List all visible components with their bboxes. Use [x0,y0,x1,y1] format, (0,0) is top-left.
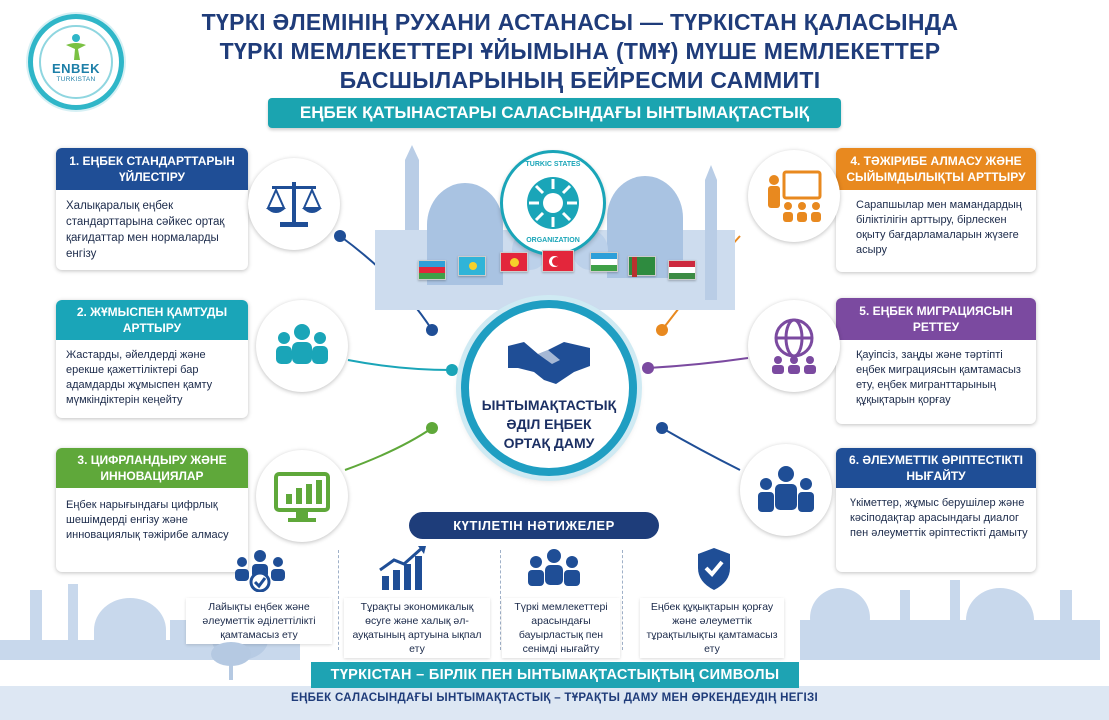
turkic-states-organization-emblem: TURKIC STATES ORGANIZATION [500,150,606,256]
star-emblem-icon [527,177,579,229]
subtitle-banner: ЕҢБЕК ҚАТЫНАСТАРЫ САЛАСЫНДАҒЫ ЫНТЫМАҚТАС… [268,98,841,128]
people-check-icon [235,550,285,592]
scales-icon [266,182,322,227]
center-line-3: ОРТАҚ ДАМУ [503,435,595,451]
tso-text-top: TURKIC STATES [525,161,581,168]
footer-slogan: ЕҢБЕК САЛАСЫНДАҒЫ ЫНТЫМАҚТАСТЫҚ – ТҰРАҚТ… [291,692,818,704]
flag-uzbekistan [590,252,618,272]
card-4-icon-circle [748,150,840,242]
card-5-title: 5. ЕҢБЕК МИГРАЦИЯСЫН РЕТТЕУ [836,298,1036,340]
flag-hungary [668,260,696,280]
card-2-body: Жастарды, әйелдерді және ерекше қажеттіл… [66,349,213,406]
center-line-1: ЫНТЫМАҚТАСТЫҚ [481,397,617,413]
card-3-body: Еңбек нарығындағы цифрлық шешімдерді енг… [66,499,229,541]
tso-text-bottom: ORGANIZATION [526,237,580,244]
title-line-1: ТҮРКІ ӘЛЕМІНІҢ РУХАНИ АСТАНАСЫ — ТҮРКІСТ… [201,9,959,35]
flag-azerbaijan [418,260,446,280]
enbek-logo: ENBEK TURKISTAN [28,14,124,110]
flag-turkiye [542,250,574,272]
growth-chart-icon [379,546,426,590]
card-6-icon-circle [740,444,832,536]
card-3-title: 3. ЦИФРЛАНДЫРУ ЖӘНЕ ИННОВАЦИЯЛАР [56,448,248,488]
people-icon [276,324,328,364]
turkistan-symbol-banner: ТҮРКІСТАН – БІРЛІК ПЕН ЫНТЫМАҚТАСТЫҚТЫҢ … [311,662,799,688]
card-1-icon-circle [248,158,340,250]
flag-turkmenistan [628,256,656,277]
card-6-body: Үкіметтер, жұмыс берушілер және кәсіпода… [850,497,1028,539]
title-line-3: БАСШЫЛАРЫНЫҢ БЕЙРЕСМИ САММИТІ [339,67,821,93]
globe-people-icon [772,318,816,374]
card-experience-exchange: 4. ТӘЖІРИБЕ АЛМАСУ ЖӘНЕ СЫЙЫМДЫЛЫҚТЫ АРТ… [836,148,1036,272]
card-1-body: Халықаралық еңбек стандарттарына сәйкес … [66,200,225,260]
card-1-title: 1. ЕҢБЕК СТАНДАРТТАРЫН ҮЙЛЕСТІРУ [56,148,248,190]
card-4-body: Сарапшылар мен мамандардың біліктілігін … [856,199,1022,256]
group-icon [528,549,580,586]
card-4-title: 4. ТӘЖІРИБЕ АЛМАСУ ЖӘНЕ СЫЙЫМДЫЛЫҚТЫ АРТ… [836,148,1036,190]
logo-word: ENBEK [51,61,100,76]
title-line-2: ТҮРКІ МЕМЛЕКЕТТЕРІ ҰЙЫМЫНА (ТМҰ) МҮШЕ МЕ… [219,38,941,64]
result-3: Түркі мемлекеттері арасындағы бауырласты… [502,598,620,658]
card-employment: 2. ЖҰМЫСПЕН ҚАМТУДЫ АРТТЫРУ Жастарды, әй… [56,300,248,418]
flag-kazakhstan [458,256,486,276]
result-1: Лайықты еңбек және әлеуметтік әділеттілі… [186,598,332,644]
center-line-2: ӘДІЛ ЕҢБЕК [506,416,592,432]
flag-kyrgyzstan [500,252,528,272]
card-labor-standards: 1. ЕҢБЕК СТАНДАРТТАРЫН ҮЙЛЕСТІРУ Халықар… [56,148,248,270]
result-2: Тұрақты экономикалық өсуге және халық әл… [344,598,490,658]
center-hub: ЫНТЫМАҚТАСТЫҚ ӘДІЛ ЕҢБЕК ОРТАҚ ДАМУ [461,300,637,476]
card-6-title: 6. ӘЛЕУМЕТТІК ӘРІПТЕСТІКТІ НЫҒАЙТУ [836,448,1036,488]
page-title: ТҮРКІ ӘЛЕМІНІҢ РУХАНИ АСТАНАСЫ — ТҮРКІСТ… [180,8,980,95]
person-figure-icon [66,34,86,60]
card-2-title: 2. ЖҰМЫСПЕН ҚАМТУДЫ АРТТЫРУ [56,300,248,340]
card-3-icon-circle [256,450,348,542]
teacher-icon [768,170,822,222]
card-5-icon-circle [748,300,840,392]
partnership-icon [758,466,814,512]
expected-results-heading: КҮТІЛЕТІН НӘТИЖЕЛЕР [409,512,659,539]
card-social-partnership: 6. ӘЛЕУМЕТТІК ӘРІПТЕСТІКТІ НЫҒАЙТУ Үкіме… [836,448,1036,572]
card-digitalization: 3. ЦИФРЛАНДЫРУ ЖӘНЕ ИННОВАЦИЯЛАР Еңбек н… [56,448,248,572]
card-5-body: Қауіпсіз, заңды және тәртіпті еңбек мигр… [856,349,1021,406]
tree-decoration [211,642,251,680]
logo-sub: TURKISTAN [56,76,96,83]
monitor-chart-icon [274,472,330,522]
card-2-icon-circle [256,300,348,392]
card-labor-migration: 5. ЕҢБЕК МИГРАЦИЯСЫН РЕТТЕУ Қауіпсіз, за… [836,298,1036,424]
result-4: Еңбек құқықтарын қорғау және әлеуметтік … [640,598,784,658]
shield-check-icon [698,548,730,590]
handshake-icon [508,342,590,384]
